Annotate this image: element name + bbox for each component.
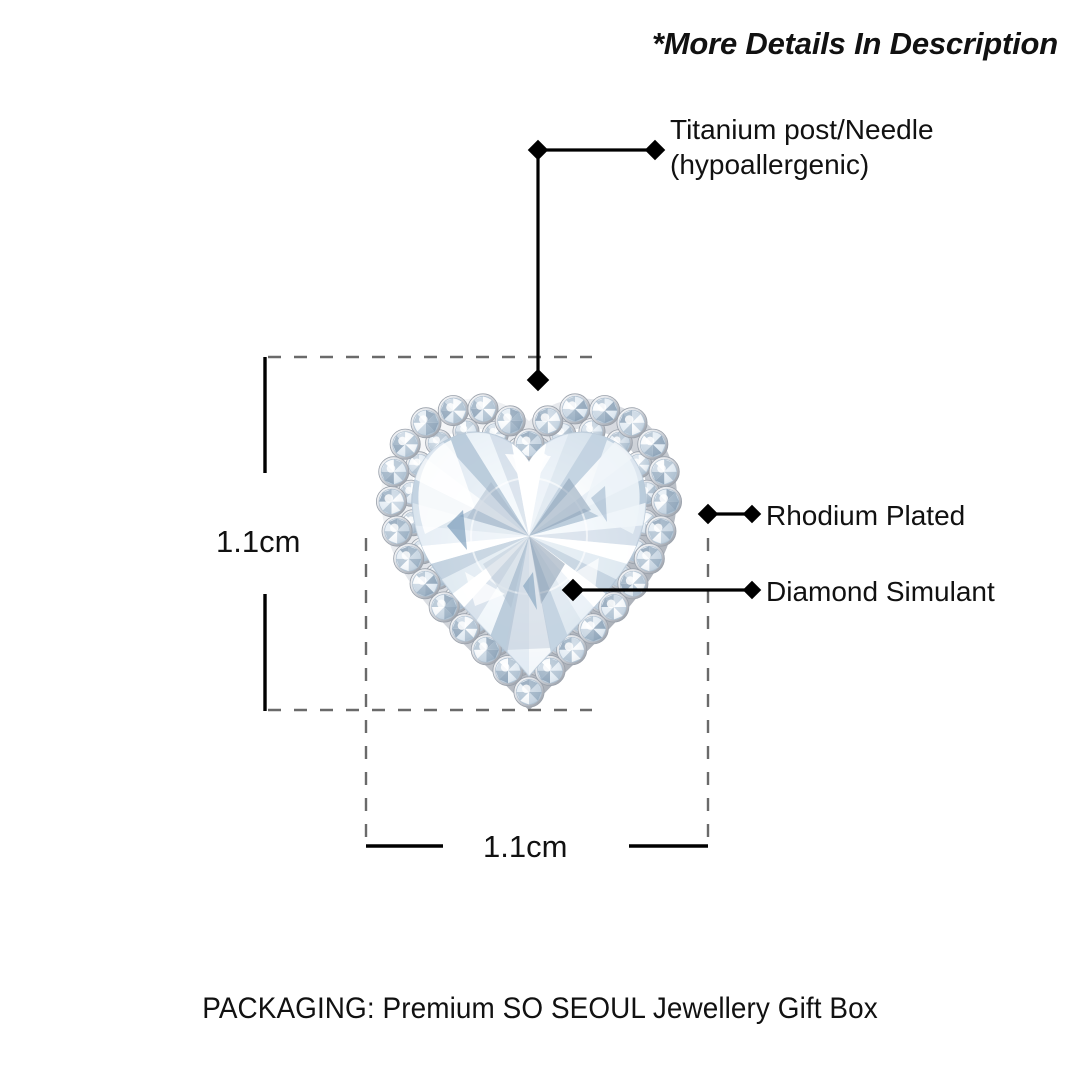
packaging-note: PACKAGING: Premium SO SEOUL Jewellery Gi…	[202, 992, 878, 1025]
rhodium-leader-line	[697, 503, 762, 525]
diamond-marker-simulant-end	[742, 580, 762, 600]
diamond-marker-corner	[527, 139, 549, 161]
titanium-leader-line	[526, 139, 666, 392]
gem-facets	[412, 432, 646, 677]
more-details-note: *More Details In Description	[651, 26, 1058, 61]
diamond-marker-rhodium-end	[742, 504, 762, 524]
callout-label-simulant: Diamond Simulant	[766, 576, 995, 607]
callout-label-titanium: Titanium post/Needle (hypoallergenic)	[670, 114, 934, 181]
earring-graphic	[375, 393, 682, 710]
dimension-height-value: 1.1cm	[216, 524, 301, 559]
callout-label-rhodium: Rhodium Plated	[766, 500, 966, 531]
center-heart-gem	[411, 431, 647, 677]
dimension-width-value: 1.1cm	[483, 829, 568, 864]
diamond-marker-titanium-end	[644, 139, 666, 161]
heart-halo-earring-image	[355, 358, 703, 710]
